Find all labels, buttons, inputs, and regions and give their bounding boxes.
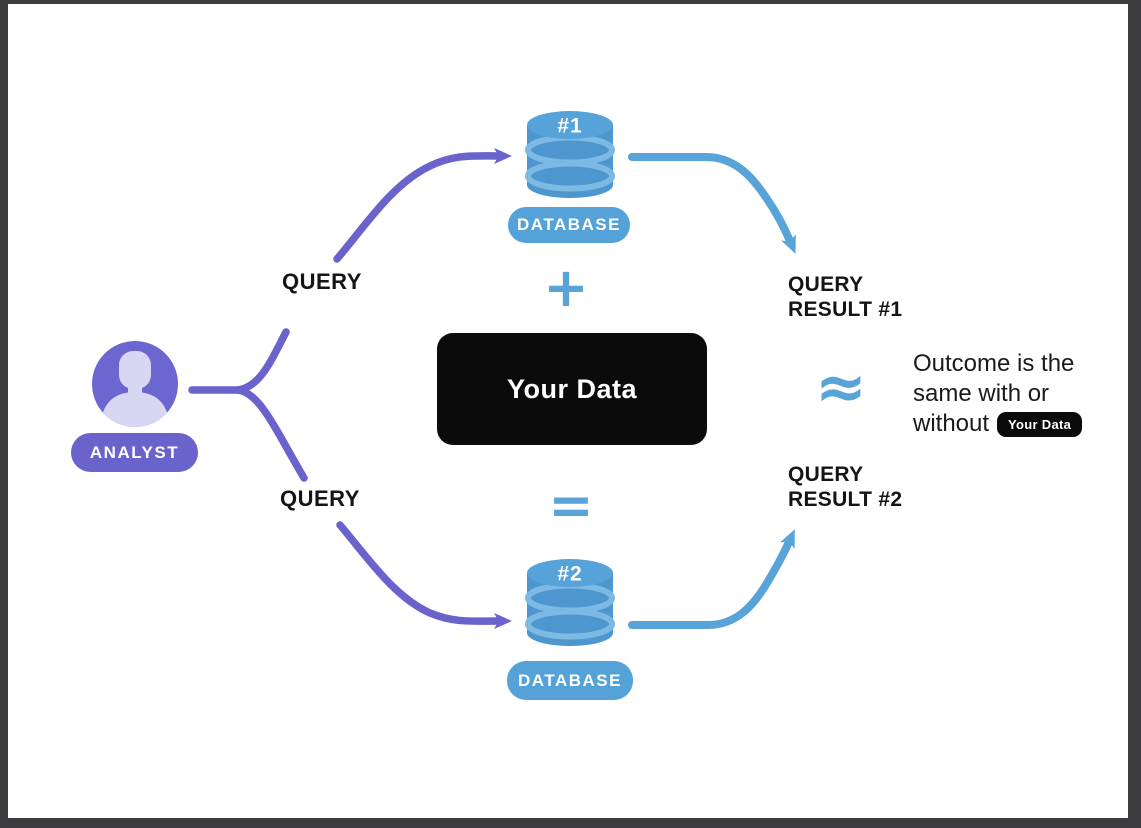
database1-label-pill: DATABASE	[508, 207, 630, 243]
outcome-line3-text: without	[913, 410, 990, 437]
database2-ring-2	[525, 608, 615, 640]
your-data-box: Your Data	[437, 333, 707, 445]
query-result-2-label: QUERY RESULT #2	[788, 462, 902, 512]
plus-operator: +	[543, 256, 589, 319]
query-result-1-label: QUERY RESULT #1	[788, 272, 902, 322]
analyst-fork-lower-branch	[234, 386, 308, 482]
database1-number: #1	[557, 115, 582, 138]
diagram-arrows-layer: #1 #2	[188, 111, 796, 646]
analyst-fork-upper-branch	[234, 328, 290, 394]
analyst-label: ANALYST	[89, 442, 180, 462]
query-result-2-line1: QUERY	[788, 463, 864, 486]
approximately-equal-operator: ≈	[815, 350, 867, 423]
query-label-top: QUERY	[282, 269, 362, 294]
query-result-1-line2: RESULT #1	[788, 298, 903, 321]
query-arrow-to-db2	[336, 521, 512, 630]
database1-icon: #1	[525, 111, 615, 198]
person-icon	[100, 351, 170, 427]
diagram-canvas: #1 #2 ANALYST QUERY QUERY DATABASE DATAB…	[8, 4, 1128, 818]
outcome-line2: same with or	[913, 380, 1050, 407]
database1-ring-2	[525, 160, 615, 192]
outcome-line3: without Your Data	[913, 409, 1133, 439]
analyst-avatar	[92, 341, 178, 427]
your-data-mini-badge: Your Data	[997, 411, 1083, 437]
equals-operator: =	[548, 474, 594, 537]
database2-number: #2	[557, 563, 582, 586]
database2-icon: #2	[525, 559, 615, 646]
query-label-bottom: QUERY	[280, 486, 360, 511]
db1-to-result1-arrow	[628, 153, 796, 254]
outcome-note: Outcome is the same with or without Your…	[913, 349, 1133, 439]
your-data-box-label: Your Data	[506, 373, 638, 404]
analyst-label-pill: ANALYST	[71, 433, 198, 472]
query-result-1-line1: QUERY	[788, 273, 864, 296]
database1-top	[527, 111, 613, 139]
database2-top	[527, 559, 613, 587]
database2-label-pill: DATABASE	[507, 661, 633, 700]
database2-label: DATABASE	[518, 670, 622, 690]
query-result-2-line2: RESULT #2	[788, 488, 903, 511]
database1-label: DATABASE	[517, 215, 621, 234]
query-arrow-to-db1	[333, 147, 512, 263]
outcome-line1: Outcome is the	[913, 350, 1075, 377]
db2-to-result2-arrow	[628, 529, 795, 629]
